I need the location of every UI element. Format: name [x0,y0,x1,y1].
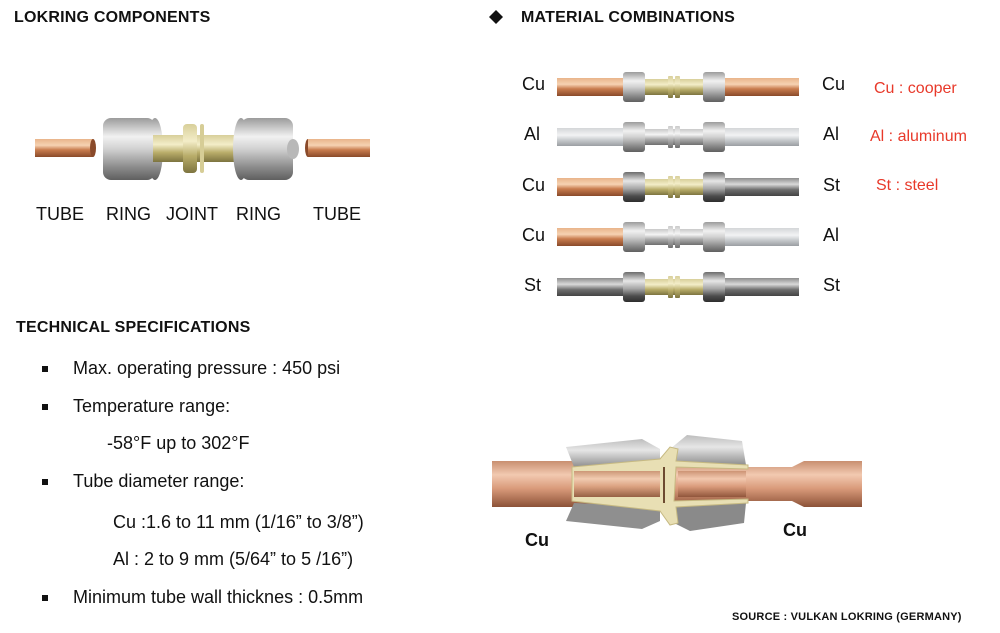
materials-heading: MATERIAL COMBINATIONS [521,9,735,26]
fitting-joint [645,229,703,245]
fitting-right-ring [703,222,725,252]
row3-right-material: St [823,175,841,195]
fitting-right-tube [725,128,799,146]
spec-diameter-al: Al : 2 to 9 mm (5/64” to 5 /16”) [113,549,354,569]
fitting-right-tube [725,228,799,246]
label-joint: JOINT [166,204,218,224]
fitting-left-ring [623,272,645,302]
fitting-row-5 [557,272,799,302]
row5-left-material: St [524,275,542,295]
lokring-cutaway-illustration [492,435,862,531]
fitting-left-ring [623,122,645,152]
components-heading: LOKRING COMPONENTS [14,9,211,26]
fitting-right-ring [703,72,725,102]
fitting-joint-collar [675,126,680,148]
row5-right-material: St [823,275,841,295]
fitting-right-tube [725,78,799,96]
spec-diameter-label: Tube diameter range: [73,471,245,491]
row3-left-material: Cu [522,175,546,195]
source-credit: SOURCE : VULKAN LOKRING (GERMANY) [732,611,962,623]
spec-max-pressure: Max. operating pressure : 450 psi [73,358,341,378]
fitting-row-1 [557,72,799,102]
fitting-left-ring [623,222,645,252]
fitting-joint-collar [668,76,673,98]
label-tube-left: TUBE [36,204,85,224]
spec-temperature-value: -58°F up to 302°F [107,433,250,453]
fitting-joint-collar [668,126,673,148]
row1-left-material: Cu [522,74,546,94]
row4-right-material: Al [823,225,840,245]
right-ring-image [233,118,299,180]
left-tube-image [35,139,96,157]
fitting-left-tube [557,178,623,196]
fitting-row-2 [557,122,799,152]
cutaway-left-ring [566,439,660,467]
fitting-left-tube [557,278,623,296]
specs-heading: TECHNICAL SPECIFICATIONS [16,319,251,336]
fitting-joint [645,279,703,295]
joint-image [153,124,239,173]
spec-temperature-label: Temperature range: [73,396,231,416]
fitting-left-tube [557,228,623,246]
legend-steel: St : steel [876,177,939,194]
label-ring-left: RING [106,204,151,224]
fitting-joint-collar [668,176,673,198]
right-tube-image [305,139,370,157]
row2-left-material: Al [524,124,541,144]
label-tube-right: TUBE [313,204,362,224]
fitting-joint-collar [668,226,673,248]
fitting-row-4 [557,222,799,252]
fitting-left-ring [623,72,645,102]
label-ring-right: RING [236,204,281,224]
cutaway-right-ring [670,435,746,465]
fitting-joint-collar [675,76,680,98]
bullet-icon [42,595,48,601]
fitting-left-ring [623,172,645,202]
fitting-left-tube [557,78,623,96]
fitting-right-tube [725,278,799,296]
fitting-joint-collar [668,276,673,298]
row1-right-material: Cu [822,74,846,94]
fitting-joint-collar [675,276,680,298]
fitting-left-tube [557,128,623,146]
bullet-icon [42,404,48,410]
legend-copper: Cu : cooper [874,80,957,97]
bullet-icon [42,479,48,485]
legend-aluminum: Al : aluminum [870,128,967,145]
lokring-components-illustration [35,118,370,180]
fitting-joint [645,79,703,95]
fitting-right-ring [703,122,725,152]
fitting-row-3 [557,172,799,202]
fitting-right-ring [703,272,725,302]
spec-min-wall-thickness: Minimum tube wall thicknes : 0.5mm [73,587,364,607]
spec-diameter-cu: Cu :1.6 to 11 mm (1/16” to 3/8”) [113,512,364,532]
fitting-joint-collar [675,226,680,248]
fitting-joint-collar [675,176,680,198]
fitting-right-tube [725,178,799,196]
cutaway-right-label: Cu [783,520,807,540]
row4-left-material: Cu [522,225,546,245]
diamond-bullet-icon [489,10,503,24]
fitting-joint [645,179,703,195]
row2-right-material: Al [823,124,840,144]
fitting-joint [645,129,703,145]
fitting-right-ring [703,172,725,202]
bullet-icon [42,366,48,372]
cutaway-left-label: Cu [525,530,549,550]
